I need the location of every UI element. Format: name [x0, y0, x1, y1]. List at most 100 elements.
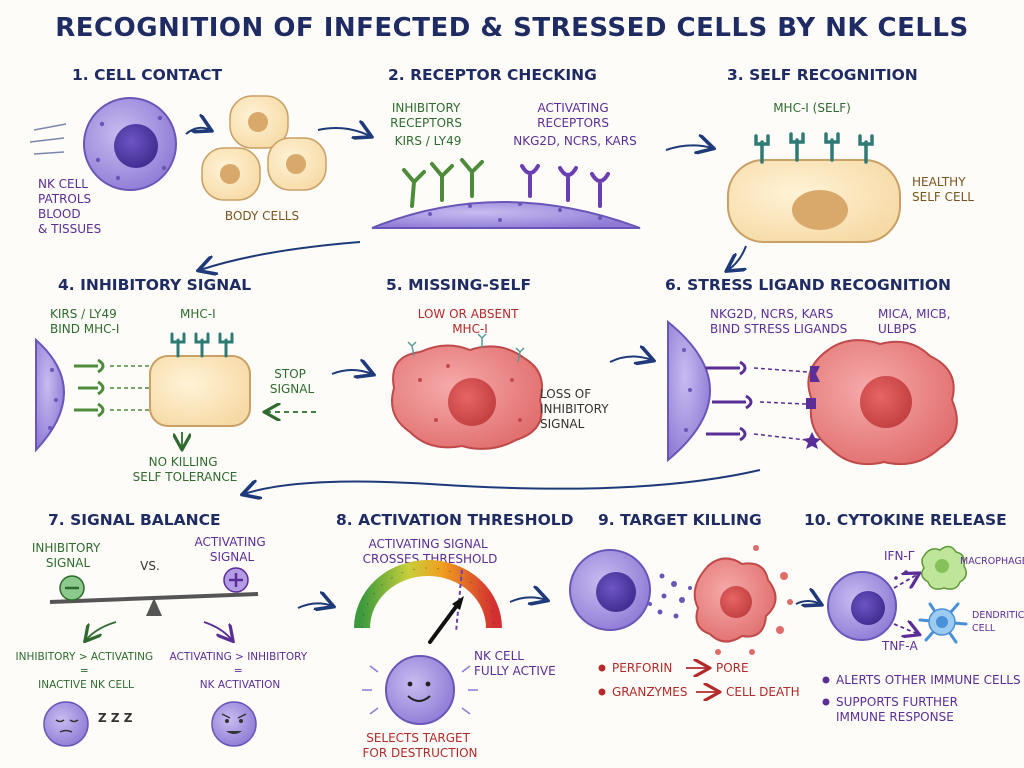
- nk-membrane: [371, 201, 641, 229]
- arrow-8-to-9: [509, 597, 546, 602]
- balance-pivot: [146, 598, 162, 616]
- bind-stress-ligands-label: NKG2D, NCRs, KARs bind stress ligands: [710, 307, 847, 336]
- arrow-9-to-10: [795, 601, 820, 604]
- arrow-to-panel-7: [244, 469, 761, 494]
- panel-self-recognition: MHC-I (self) Healthy self cell: [728, 101, 974, 270]
- inhibitory-signal-label: Inhibitory signal: [32, 541, 104, 570]
- granzymes-label: Granzymes: [612, 685, 687, 699]
- arrow-5-to-6: [609, 356, 652, 362]
- membrane-granules: [428, 202, 602, 222]
- stress-ligands: [803, 366, 821, 449]
- panel-stress-ligand: NKG2D, NCRs, KARs bind stress ligands MI…: [667, 307, 958, 466]
- step-9-heading: 9. Target killing: [598, 511, 762, 529]
- panel-target-killing: Perforin Pore Granzymes Cell death: [569, 545, 820, 699]
- gauge-needle: [428, 602, 460, 644]
- angry-nk-cell: [211, 701, 257, 747]
- panel-receptor-checking: Inhibitory receptors KIRs / Ly49 Activat…: [371, 101, 712, 229]
- step-10-heading: 10. Cytokine release: [804, 511, 1007, 529]
- inhibitory-receptors-label: Inhibitory receptors KIRs / Ly49: [390, 101, 466, 148]
- inhibitory-receptors: [402, 158, 484, 208]
- arrow-to-body-cells: [185, 128, 210, 135]
- arrow-2-to-3: [665, 145, 712, 150]
- right-rule-label: Activating > Inhibitory = NK activation: [170, 651, 311, 691]
- killer-nk-cell: [569, 549, 651, 631]
- activating-signal-label: Activating signal: [195, 535, 270, 564]
- step-7-heading: 7. Signal balance: [48, 511, 221, 529]
- crosses-threshold-label: Activating signal crosses threshold: [363, 537, 498, 566]
- dendritic-cell-label: Dendritic cell: [972, 610, 1024, 634]
- binding-lines-4: [110, 365, 150, 411]
- panel-activation-threshold: Activating signal crosses threshold NK c…: [354, 537, 556, 760]
- macrophage-label: Macrophage: [960, 556, 1024, 567]
- panel-signal-balance: Inhibitory signal vs. Activating signal …: [16, 535, 333, 747]
- bullet-granzymes: [598, 688, 606, 696]
- activating-receptors-label: Activating receptors NKG2D, NCRs, KARs: [513, 101, 636, 148]
- step-4-heading: 4. Inhibitory signal: [58, 276, 251, 294]
- arrow-right-outcome: [203, 621, 232, 640]
- step-2-heading: 2. Receptor checking: [388, 66, 597, 84]
- vs-label: vs.: [140, 559, 160, 573]
- binding-lines-6: [753, 367, 809, 441]
- stop-signal-label: Stop signal: [270, 367, 315, 396]
- bullet-perforin: [598, 664, 606, 672]
- arrow-1-to-2: [317, 128, 370, 136]
- tnf-alpha-label: TNF-α: [881, 639, 919, 653]
- step-1-heading: 1. Cell contact: [72, 66, 222, 84]
- pore-label: Pore: [716, 661, 749, 675]
- mhc-i-molecules: [754, 132, 874, 164]
- step-5-heading: 5. Missing-self: [386, 276, 531, 294]
- broken-mhc: [407, 333, 525, 363]
- alerts-label: Alerts other immune cells: [836, 673, 1021, 687]
- bullet-alerts: [822, 676, 830, 684]
- self-cell-nucleus: [792, 190, 848, 230]
- stressed-nucleus-6: [860, 376, 912, 428]
- mhc-self-label: MHC-I (self): [773, 101, 851, 115]
- activating-receptors-6: [706, 360, 753, 442]
- cell-fragments: [715, 545, 793, 655]
- motion-lines: [29, 123, 67, 155]
- dendritic-cell: [918, 602, 968, 644]
- kirs-bind-label: KIRs / Ly49 bind MHC-I: [50, 307, 121, 336]
- panel-inhibitory-signal: KIRs / Ly49 bind MHC-I MHC-I Stop signal…: [35, 307, 372, 484]
- mhc-i-label-4: MHC-I: [180, 307, 216, 321]
- ifn-arrow: [893, 574, 918, 588]
- nk-edge: [35, 337, 65, 453]
- step-6-heading: 6. Stress ligand recognition: [665, 276, 951, 294]
- sleeping-nk-cell: [43, 701, 89, 747]
- supports-label: Supports further immune response: [836, 695, 962, 724]
- page-title: Recognition of Infected & Stressed Cells…: [55, 13, 968, 43]
- mica-micb-label: MICA, MICB, ULBPs: [878, 307, 954, 336]
- bullet-supports: [822, 698, 830, 706]
- threshold-gauge: [354, 560, 502, 629]
- macrophage: [921, 545, 967, 590]
- arrow-7-to-8: [297, 603, 332, 608]
- kir-receptors-4: [74, 358, 105, 418]
- self-cell-4: [149, 355, 251, 427]
- no-killing-label: No killing self tolerance: [133, 455, 238, 484]
- nk-cell: [83, 97, 177, 191]
- sleep-zzz: z z z: [98, 711, 133, 725]
- body-cells-label: Body cells: [225, 209, 299, 223]
- step-3-heading: 3. Self recognition: [727, 66, 918, 84]
- fully-active-label: NK cell fully active: [474, 649, 556, 678]
- panel-cell-contact: NK cell patrols blood & tissues Body cel…: [29, 95, 370, 236]
- panel-missing-self: Low or absent MHC-I Loss of inhibitory s…: [391, 307, 652, 450]
- stressed-nucleus-5: [448, 378, 496, 426]
- tnf-arrow: [893, 624, 918, 634]
- loss-of-inhibitory-label: Loss of inhibitory signal: [540, 387, 612, 431]
- body-cells: [201, 95, 327, 201]
- panel-cytokine-release: IFN-γ TNF-α Macrophage Dendritic cell Al…: [822, 545, 1024, 724]
- left-rule-label: Inhibitory > Activating = Inactive NK ce…: [16, 651, 157, 691]
- nk-cell-label: NK cell patrols blood & tissues: [38, 177, 101, 236]
- cytokine-nk-cell: [827, 571, 897, 641]
- mhc-i-molecules-4: [170, 332, 234, 358]
- arrow-to-panel-4: [200, 241, 361, 270]
- healthy-self-cell-label: Healthy self cell: [912, 175, 974, 204]
- low-mhc-label: Low or absent MHC-I: [418, 307, 523, 336]
- arrow-3-to-6: [728, 245, 747, 270]
- perforin-label: Perforin: [612, 661, 672, 675]
- ifn-gamma-label: IFN-γ: [884, 549, 915, 563]
- arrow-left-outcome: [86, 621, 117, 640]
- granules: [648, 573, 692, 619]
